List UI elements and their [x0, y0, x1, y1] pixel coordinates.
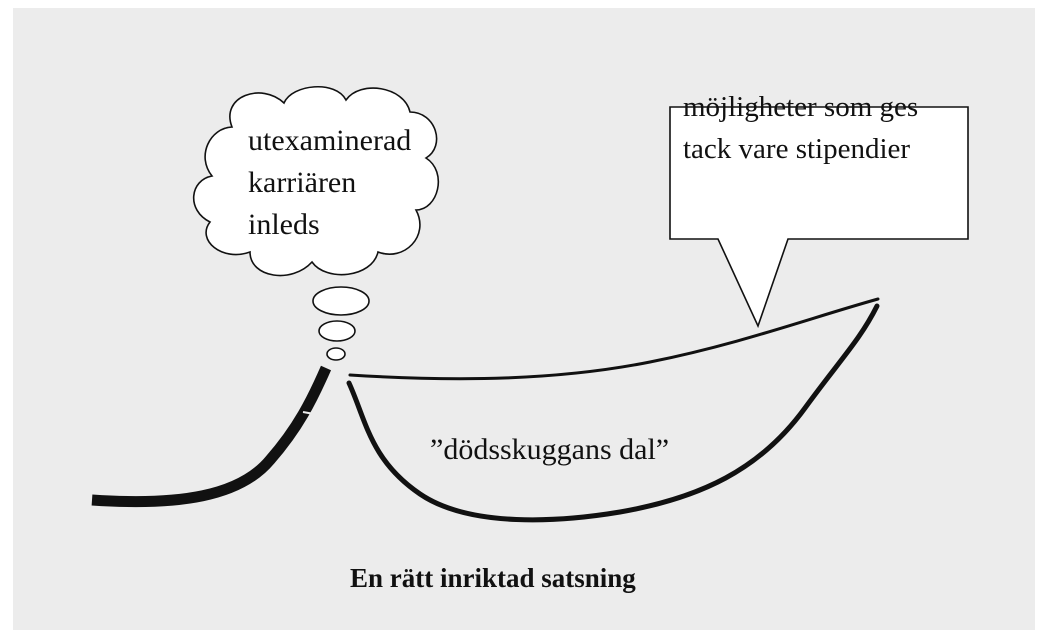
- ascent-notch: [302, 411, 315, 415]
- cloud-text-line-1: utexaminerad: [248, 124, 412, 157]
- valley-curve: [346, 303, 880, 523]
- speech-box-text-line-2: tack vare stipendier: [683, 133, 911, 165]
- valley-rim: [348, 297, 880, 381]
- thought-bubble-medium: [318, 320, 356, 342]
- thought-cloud: [192, 86, 440, 277]
- cloud-text-line-2: karriären: [248, 166, 357, 199]
- speech-box: [669, 106, 969, 329]
- cloud-text-line-3: inleds: [248, 208, 320, 241]
- thought-bubble-small: [326, 347, 346, 361]
- ascent-path: [91, 365, 332, 508]
- valley-label: ”dödsskuggans dal”: [430, 433, 670, 466]
- figure-caption: En rätt inriktad satsning: [350, 563, 636, 593]
- speech-box-text-line-1: möjligheter som ges: [683, 91, 919, 123]
- thought-bubble-large: [312, 286, 370, 316]
